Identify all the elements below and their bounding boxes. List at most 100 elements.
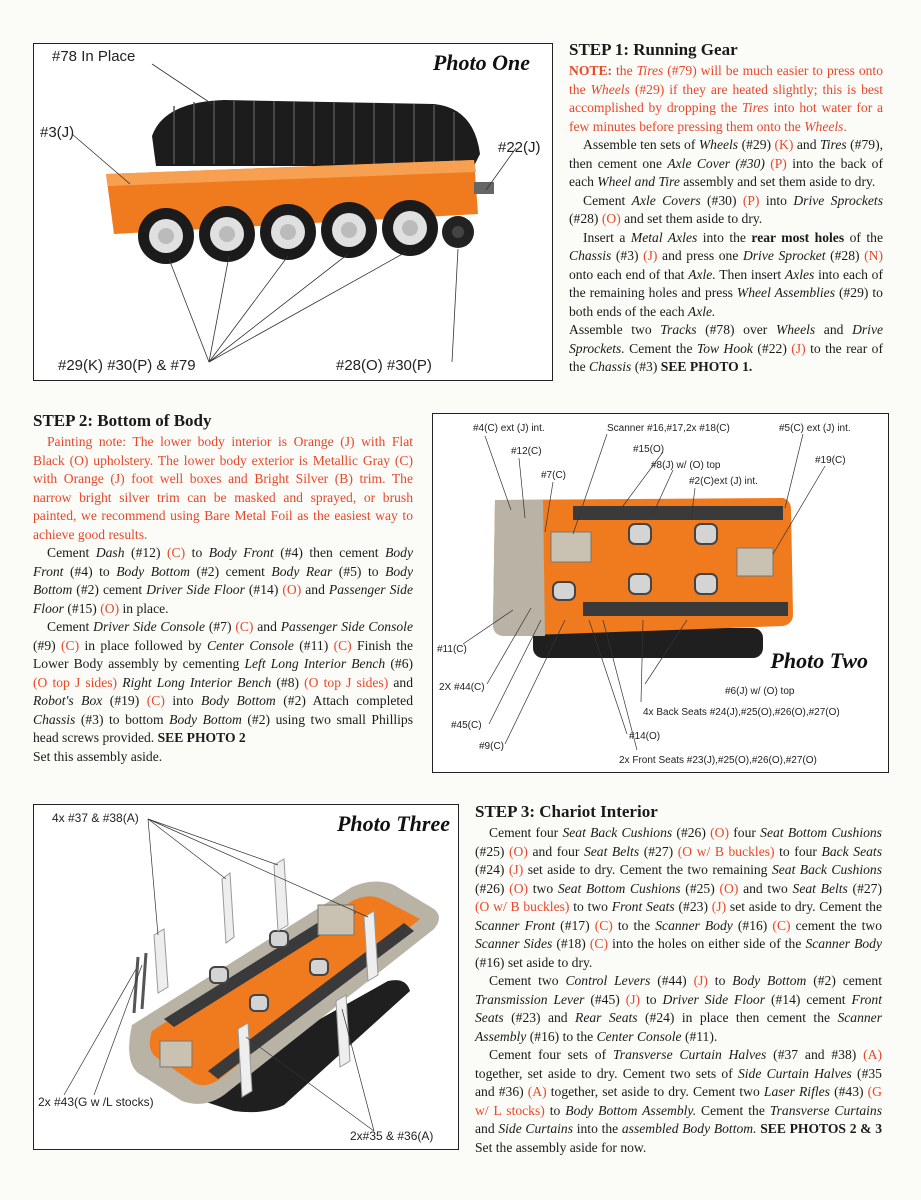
text-run: Cement [47,619,94,634]
p2-label: #14(O) [629,731,661,742]
p2-label: #19(C) [815,455,846,466]
text-run: Robot's Box [33,693,103,708]
p3-label-curtains: 4x #37 & #38(A) [52,811,139,825]
text-run: (#25) [680,880,720,896]
text-run: (#45) [584,991,626,1007]
text-run: into the [573,1121,622,1136]
photo-three-title: Photo Three [336,811,450,836]
text-run: (#7) [205,619,236,634]
step2-section: STEP 2: Bottom of Body Painting note: Th… [33,411,413,766]
text-run: Body Front [208,545,274,560]
text-run: and [475,1121,499,1136]
text-run: (#29) [738,137,775,152]
text-run: Cement two [489,973,566,988]
text-run: (#18) [552,936,590,951]
text-run: (O) [710,825,729,840]
text-run: Body Bottom [169,711,242,727]
text-run: Wheels [698,137,739,152]
text-run: (#43) [829,1084,868,1099]
step1-section: STEP 1: Running Gear NOTE: the Tires (#7… [569,40,883,377]
p2-label: Scanner #16,#17,2x #18(C) [607,423,730,434]
text-run: Scanner Front [475,917,556,933]
text-run: together, set aside to dry. Cement two [546,1084,764,1099]
p2-label: #12(C) [511,446,542,457]
text-run: Side Curtains [498,1121,574,1136]
photo-two-title: Photo Two [770,648,868,673]
p2-label: #6(J) w/ (O) top [725,686,795,697]
text-run: Body Bottom Assembly. [565,1102,697,1118]
text-run: Assemble two [569,322,661,337]
text-run: onto each end of that [569,266,689,282]
label-28: #28(O) #30(P) [336,357,432,374]
step2-paragraph: Set this assembly aside. [33,748,413,767]
text-run: Seat Belts [792,880,848,896]
text-run: (O) [509,880,529,896]
text-run: Metal Axles [630,229,698,245]
text-run: (#44) [650,973,694,988]
text-run: assembled Body Bottom. [621,1121,757,1136]
text-run: (#15) [63,600,101,616]
text-run: (#16) set aside to dry. [475,954,593,970]
text-run: Transmission Lever [475,991,585,1007]
text-run: (#27) [639,843,678,859]
text-run: into each of the remaining holes and pre… [569,266,883,301]
text-run: Wheels [590,81,630,97]
step2-heading: STEP 2: Bottom of Body [33,411,212,430]
text-run: Set this assembly aside. [33,748,163,764]
p2-label: 2X #44(C) [439,682,485,693]
text-run: in place followed by [79,637,208,653]
photo-one: Photo One #78 In Place #3(J) #22(J) #29(… [33,43,553,381]
text-run: Cement [47,545,96,560]
photo-one-title: Photo One [432,50,530,75]
text-run: Transverse Curtain Halves [612,1047,767,1062]
text-run: Axle. [687,303,716,319]
text-run: Wheel Assemblies [736,285,835,300]
text-run: (#2) using two small Phillips head screw… [33,711,413,746]
step1-paragraph: Assemble two Tracks (#78) over Wheels an… [569,321,883,377]
text-run: (#28) [569,211,602,226]
text-run: Body Front [33,545,414,579]
label-78: #78 In Place [52,48,136,65]
text-run: Transverse Curtains [769,1102,883,1118]
text-run: (#16) [732,917,773,933]
p3-label-side-curtains: 2x#35 & #36(A) [350,1129,434,1143]
text-run: (#35 and #36) [475,1065,882,1100]
text-run: (#78) over [696,322,776,337]
text-run: (#27) [847,880,883,896]
text-run: (#11) [293,637,334,653]
text-run: (#17) [555,917,595,933]
text-run: Seat Bottom Cushions [557,880,681,896]
text-run: Body Rear [271,563,333,579]
text-run: (#11). [681,1028,718,1044]
text-run: Driver Side Floor [662,991,766,1007]
text-run: Back Seats [821,843,882,859]
text-run: Cement four sets of [489,1047,613,1062]
text-run: and four [527,843,584,859]
text-run: Side Curtain Halves [737,1065,852,1081]
text-run: (#23) and [503,1010,576,1025]
step1-paragraph: Assemble ten sets of Wheels (#29) (K) an… [569,136,883,192]
text-run: (J) [711,899,727,914]
step2-painting-note: Painting note: The lower body interior i… [33,434,413,542]
p2-label: 4x Back Seats #24(J),#25(O),#26(O),#27(O… [643,707,840,718]
text-run: (#9) [33,637,61,653]
text-run: Body Bottom [116,563,190,579]
text-run: (#23) [674,899,712,914]
photo-two: Photo Two #4(C) ext (J) int. Scanner #16… [432,413,889,773]
text-run: Seat Bottom Cushions [760,825,882,840]
text-run: assembly and set them aside to dry. [679,174,876,189]
text-run: Tow Hook [696,340,753,356]
text-run: (C) [589,936,609,951]
step3-heading: STEP 3: Chariot Interior [475,802,658,821]
label-29: #29(K) #30(P) & #79 [58,357,196,374]
text-run: (#25) [475,843,510,859]
p2-label: #15(O) [633,444,665,455]
text-run: (C) [146,693,165,708]
p2-label: #8(J) w/ (O) top [651,460,721,471]
text-run: Cement the [624,340,697,356]
text-run: (O) [282,582,302,597]
text-run: Scanner Body [805,936,883,951]
text-run: Seat Back Cushions [562,825,673,840]
photo-three-image [63,818,439,1132]
text-run: Drive Sprockets [793,192,883,208]
